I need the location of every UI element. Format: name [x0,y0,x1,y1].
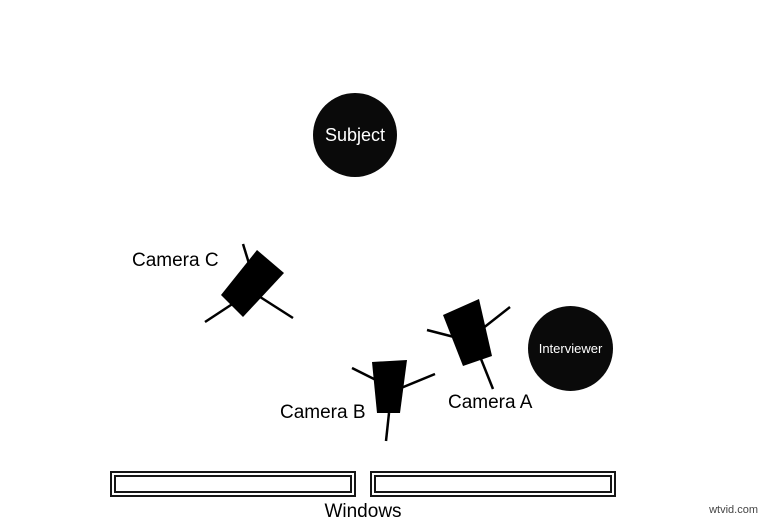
camera-a-tripod-leg-bottom [479,358,495,390]
interviewer-node: Interviewer [528,306,613,391]
camera-b-tripod-leg-right [400,372,436,390]
camera-a-icon [426,299,511,390]
camera-b-tripod-leg-bottom [384,412,391,442]
camera-a-body [443,299,492,366]
subject-label: Subject [324,124,386,145]
camera-c-icon [204,243,294,324]
window-right [370,471,616,497]
camera-b-body [372,360,407,413]
camera-b-label: Camera B [280,402,366,423]
camera-a-tripod-leg-right [481,306,511,330]
window-left-pane [114,475,352,493]
subject-node: Subject [313,93,397,177]
camera-c-tripod-leg-right [256,293,294,320]
windows-label: Windows [324,501,402,522]
camera-b-icon [351,360,436,442]
window-right-pane [374,475,612,493]
camera-c-body [221,250,284,317]
interviewer-label: Interviewer [538,341,603,356]
camera-a-label: Camera A [448,392,533,413]
watermark-text: wtvid.com [709,504,758,516]
camera-c-label: Camera C [132,250,219,271]
window-left [110,471,356,497]
